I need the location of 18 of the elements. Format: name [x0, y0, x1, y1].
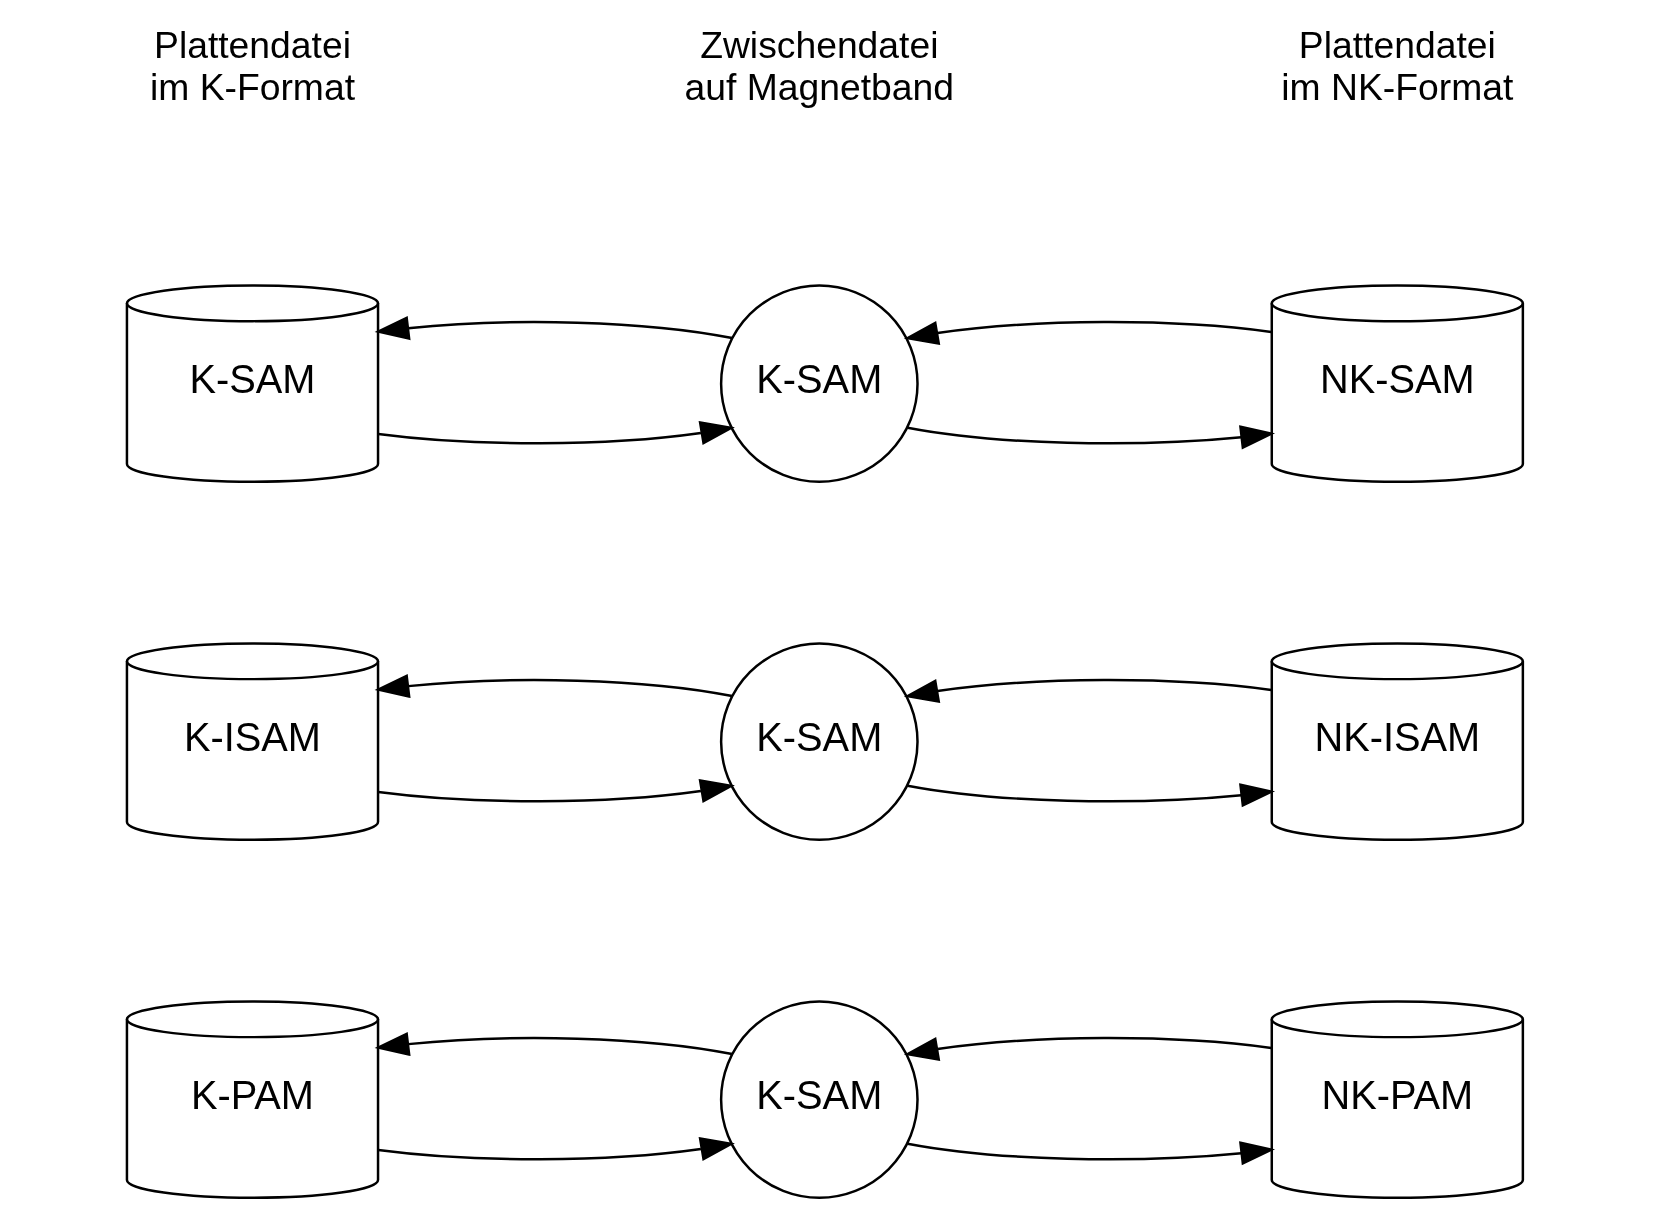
node-circle: K-SAM — [719, 1000, 919, 1200]
arrow — [378, 421, 735, 446]
arrow — [907, 783, 1276, 808]
arrow — [903, 678, 1272, 703]
arrow — [374, 1031, 733, 1057]
label: Plattendatei im NK-Format — [1281, 23, 1514, 109]
arrow — [374, 315, 733, 341]
label: Zwischendatei auf Magnetband — [684, 23, 955, 109]
node-circle: K-SAM — [719, 284, 919, 484]
arrow — [907, 425, 1276, 450]
arrow — [374, 673, 733, 699]
arrow — [378, 779, 735, 804]
arrow — [378, 1137, 735, 1162]
arrow — [903, 1036, 1272, 1061]
arrow — [907, 1141, 1276, 1166]
arrow — [903, 320, 1272, 345]
node-circle: K-SAM — [719, 642, 919, 842]
label: Plattendatei im K-Format — [149, 23, 356, 109]
